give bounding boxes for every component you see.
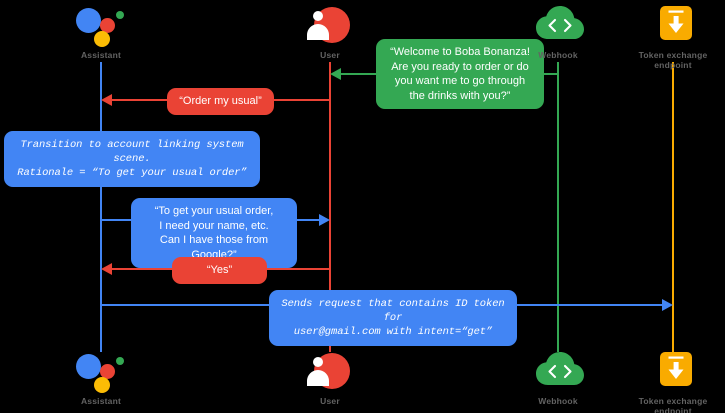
- message-bubble-need-name: “To get your usual order, I need your na…: [131, 198, 297, 268]
- user-head: [313, 357, 323, 367]
- download-arrow-svg: [668, 356, 684, 379]
- arrowhead-yes: [101, 263, 112, 275]
- actor-webhook-top[interactable]: Webhook: [498, 4, 618, 60]
- download-box-icon: [643, 4, 703, 46]
- assistant-dot-red: [100, 364, 115, 379]
- assistant-dot-yellow: [94, 377, 110, 393]
- google-assistant-icon: [71, 4, 131, 47]
- message-bubble-transition: Transition to account linking system sce…: [4, 131, 260, 187]
- arrowhead-need-name: [319, 214, 330, 226]
- arrowhead-order-my-usual: [101, 94, 112, 106]
- actor-user-bottom[interactable]: User: [270, 350, 390, 406]
- assistant-dot-red: [100, 18, 115, 33]
- actor-label-assistant: Assistant: [80, 396, 122, 406]
- user-head: [313, 11, 323, 21]
- download-arrow-svg: [668, 10, 684, 33]
- lifeline-user: [329, 62, 331, 352]
- assistant-dot-green: [116, 11, 124, 19]
- actor-token-endpoint-bottom[interactable]: Token exchange endpoint: [613, 350, 725, 413]
- actor-token-endpoint-top[interactable]: Token exchange endpoint: [613, 4, 725, 70]
- google-assistant-icon: [71, 350, 131, 393]
- assistant-dot-green: [116, 357, 124, 365]
- assistant-dot-blue: [76, 8, 101, 33]
- actor-label-token-endpoint: Token exchange endpoint: [638, 50, 708, 70]
- lifeline-assistant: [100, 62, 102, 352]
- user-body: [307, 370, 329, 386]
- actor-webhook-bottom[interactable]: Webhook: [498, 350, 618, 406]
- message-bubble-sends-request: Sends request that contains ID token for…: [269, 290, 517, 346]
- actor-label-webhook: Webhook: [538, 50, 578, 60]
- cloud-code-icon: [528, 4, 588, 46]
- actor-label-webhook: Webhook: [538, 396, 578, 406]
- actor-user-top[interactable]: User: [270, 4, 390, 60]
- message-bubble-order-my-usual: “Order my usual”: [167, 88, 274, 115]
- cloud-code-icon: [528, 350, 588, 392]
- actor-label-token-endpoint: Token exchange endpoint: [638, 396, 708, 413]
- assistant-dot-yellow: [94, 31, 110, 47]
- cloud-code-svg: [536, 6, 584, 39]
- message-bubble-welcome: “Welcome to Boba Bonanza! Are you ready …: [376, 39, 544, 109]
- download-box-icon: [643, 350, 703, 392]
- actor-label-assistant: Assistant: [80, 50, 122, 60]
- user-body: [307, 24, 329, 40]
- actor-label-user: User: [320, 396, 340, 406]
- lifeline-webhook: [557, 62, 559, 352]
- user-avatar-icon: [300, 350, 360, 392]
- user-avatar-icon: [300, 4, 360, 46]
- cloud-code-svg: [536, 352, 584, 385]
- actor-label-user: User: [320, 50, 340, 60]
- assistant-dot-blue: [76, 354, 101, 379]
- message-bubble-yes: “Yes”: [172, 257, 267, 284]
- arrowhead-welcome: [330, 68, 341, 80]
- actor-assistant-bottom[interactable]: Assistant: [41, 350, 161, 406]
- actor-assistant-top[interactable]: Assistant: [41, 4, 161, 60]
- arrowhead-sends-request: [662, 299, 673, 311]
- lifeline-token-endpoint: [672, 62, 674, 352]
